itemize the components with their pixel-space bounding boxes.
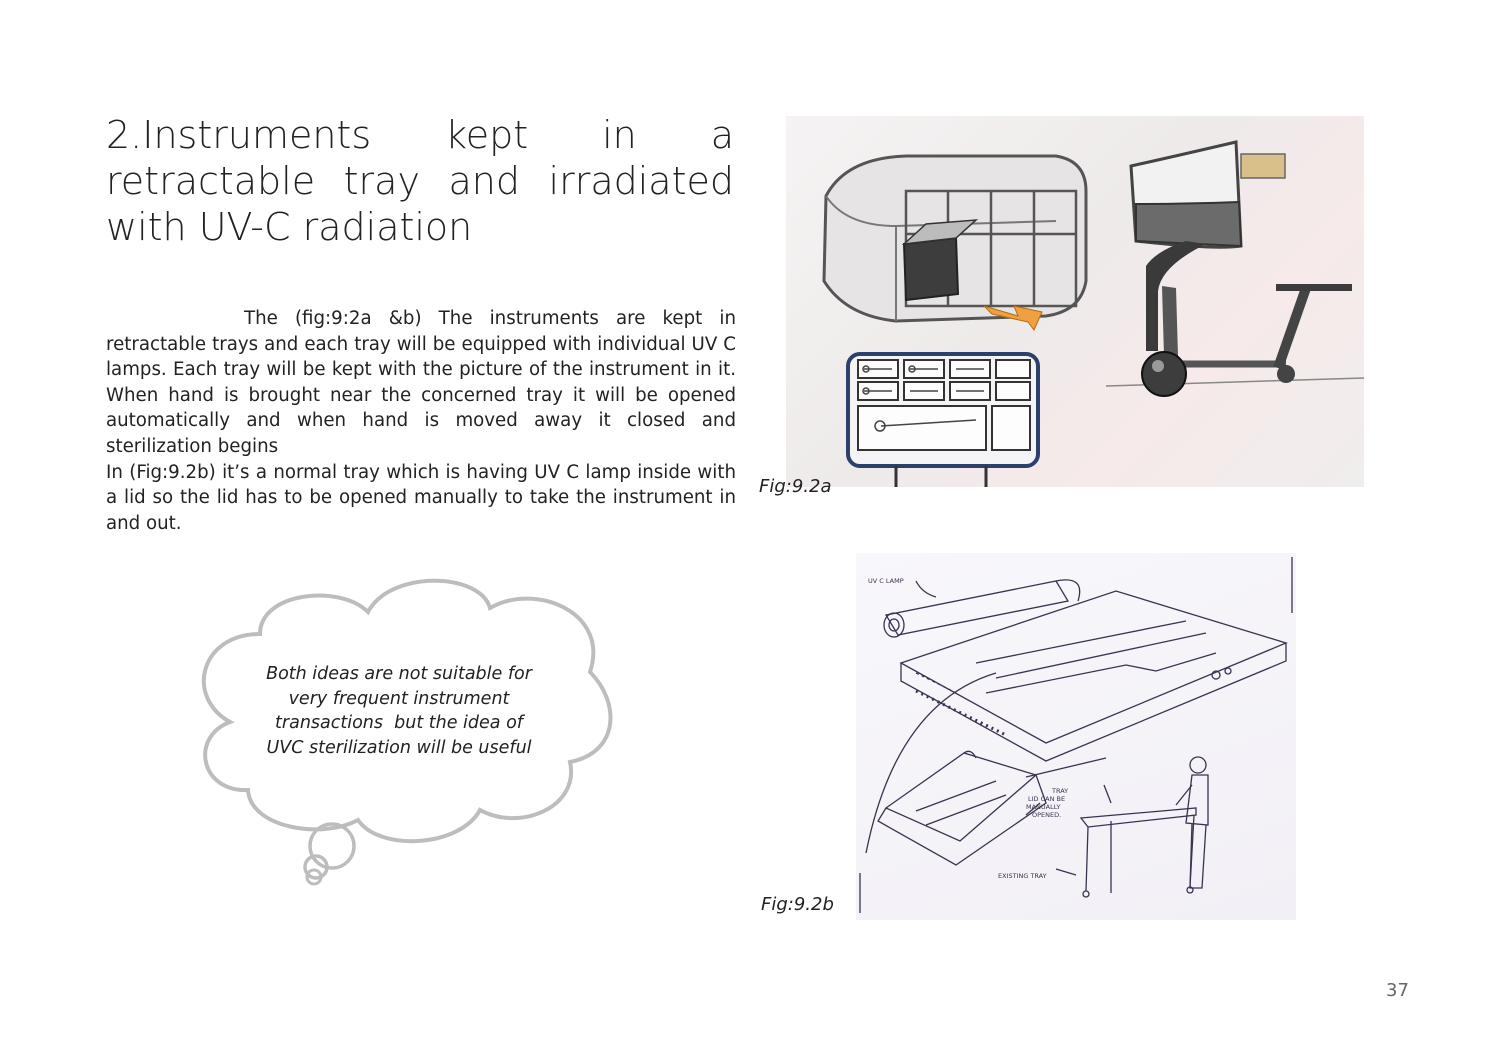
figure-9-2b-sketch: UV C LAMP TRAY LID CAN BE MANUALLY OPENE… — [856, 553, 1296, 920]
thought-line: transactions but the idea of — [275, 713, 523, 733]
uvc-tray-sketch: UV C LAMP TRAY LID CAN BE MANUALLY OPENE… — [859, 557, 1293, 913]
figure-9-2b-caption: Fig:9.2b — [761, 894, 834, 915]
page-number: 37 — [1386, 980, 1409, 1001]
figure-9-2a-sketch — [786, 116, 1364, 487]
page-heading: 2.Instruments kept in a retractable tray… — [106, 113, 734, 249]
thought-cloud-icon — [202, 578, 613, 886]
thought-line: Both ideas are not suitable for — [266, 664, 532, 684]
lid-annotation-line4: OPENED. — [1032, 811, 1061, 819]
lid-annotation-line1: TRAY — [1051, 787, 1068, 795]
thought-line: very frequent instrument — [288, 688, 510, 709]
body-text: The (fig:9:2a &b) The instruments are ke… — [106, 306, 736, 536]
paragraph-fig-b: In (Fig:9.2b) it’s a normal tray which i… — [106, 461, 736, 534]
lamp-annotation: UV C LAMP — [868, 577, 904, 585]
tray-cabinet-sketch — [822, 140, 1364, 487]
lid-annotation-line3: MANUALLY — [1026, 803, 1061, 811]
existing-annotation: EXISTING TRAY — [998, 872, 1047, 880]
lid-annotation-line2: LID CAN BE — [1028, 795, 1065, 803]
paragraph-fig-a-b: The (fig:9:2a &b) The instruments are ke… — [106, 308, 736, 457]
figure-9-2a-caption: Fig:9.2a — [759, 476, 832, 497]
thought-line: UVC sterilization will be useful — [266, 737, 532, 758]
thought-cloud-text: Both ideas are not suitable for very fre… — [254, 662, 544, 760]
